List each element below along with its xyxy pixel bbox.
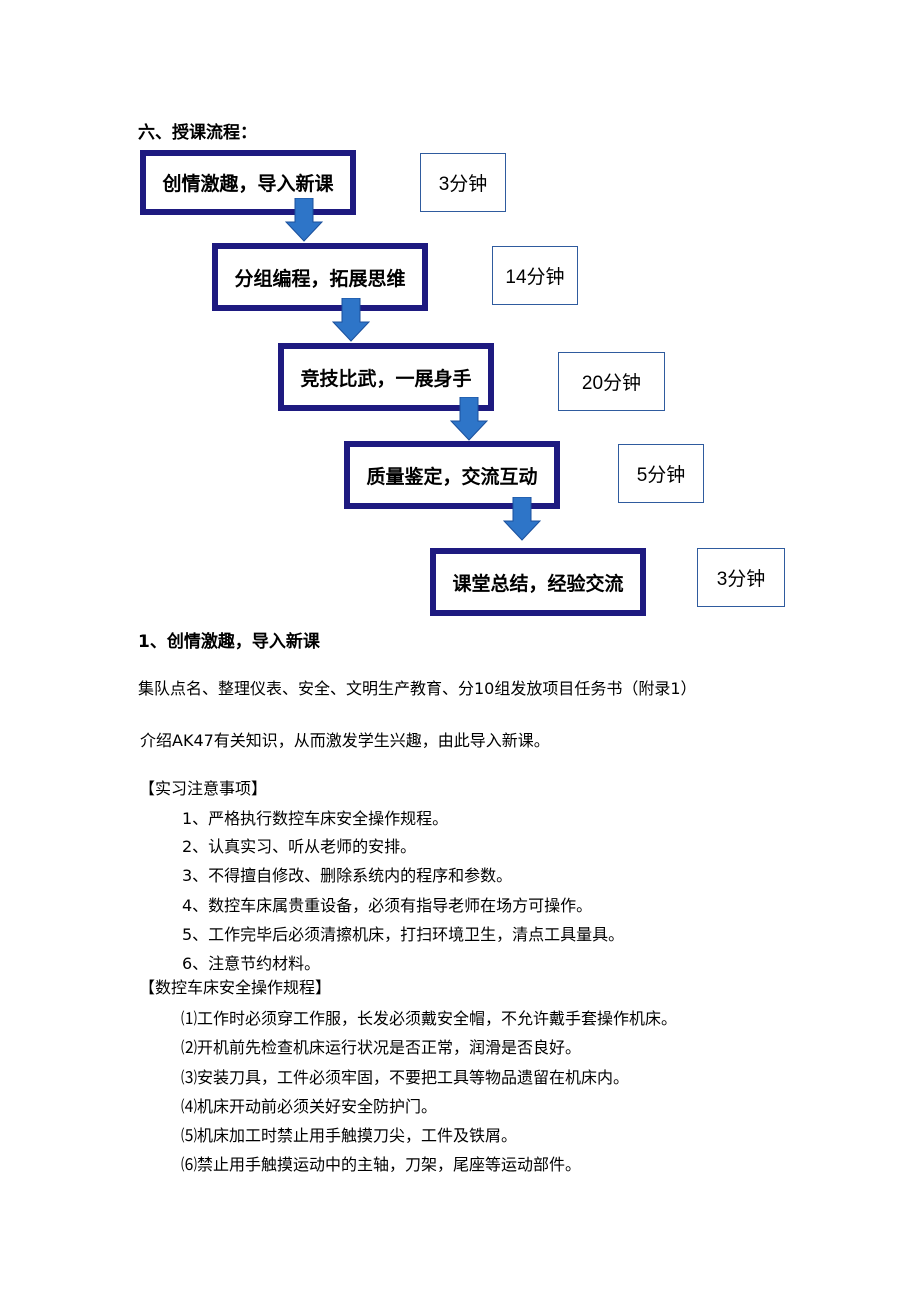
notes-item: 5、工作完毕后必须清擦机床，打扫环境卫生，清点工具量具。 [182, 925, 625, 944]
notes-title: 【实习注意事项】 [139, 779, 268, 798]
flow-arrow-1 [285, 198, 323, 242]
flow-step-2: 分组编程，拓展思维 [212, 243, 428, 311]
flow-arrow-3 [450, 397, 488, 441]
flow-arrow-4 [503, 497, 541, 541]
flow-time-1: 3分钟 [420, 153, 506, 212]
flow-step-3-label: 竞技比武，一展身手 [300, 367, 472, 390]
rules-item: ⑹禁止用手触摸运动中的主轴，刀架，尾座等运动部件。 [181, 1155, 582, 1174]
rules-item: ⑶安装刀具，工件必须牢固，不要把工具等物品遗留在机床内。 [181, 1068, 630, 1087]
flow-step-3: 竞技比武，一展身手 [278, 343, 494, 411]
flow-step-5: 课堂总结，经验交流 [430, 548, 646, 616]
flow-time-4-label: 5分钟 [636, 465, 686, 486]
notes-item: 1、严格执行数控车床安全操作规程。 [182, 809, 449, 828]
flow-time-4: 5分钟 [618, 444, 704, 503]
flow-step-1: 创情激趣，导入新课 [140, 150, 356, 215]
rules-item: ⑷机床开动前必须关好安全防护门。 [181, 1097, 438, 1116]
rules-item: ⑸机床加工时禁止用手触摸刀尖，工件及铁屑。 [181, 1126, 518, 1145]
notes-item: 6、注意节约材料。 [182, 954, 321, 973]
notes-item: 4、数控车床属贵重设备，必须有指导老师在场方可操作。 [182, 896, 593, 915]
flow-step-2-label: 分组编程，拓展思维 [234, 267, 406, 290]
flow-step-5-label: 课堂总结，经验交流 [452, 572, 624, 595]
rules-title: 【数控车床安全操作规程】 [139, 978, 332, 997]
section-title: 六、授课流程： [138, 123, 257, 143]
notes-item: 2、认真实习、听从老师的安排。 [182, 837, 417, 856]
notes-item: 3、不得擅自修改、删除系统内的程序和参数。 [182, 866, 513, 885]
flow-time-5: 3分钟 [697, 548, 785, 607]
subsection-title: 1、创情激趣，导入新课 [138, 632, 320, 652]
rules-item: ⑵开机前先检查机床运行状况是否正常，润滑是否良好。 [181, 1038, 582, 1057]
intro-paragraph-2: 介绍AK47有关知识，从而激发学生兴趣，由此导入新课。 [140, 731, 550, 750]
flow-time-3: 20分钟 [558, 352, 665, 411]
flow-step-1-label: 创情激趣，导入新课 [162, 173, 334, 195]
flow-time-5-label: 3分钟 [716, 569, 766, 590]
flow-step-4-label: 质量鉴定，交流互动 [366, 465, 538, 488]
flow-time-3-label: 20分钟 [581, 373, 642, 394]
rules-item: ⑴工作时必须穿工作服，长发必须戴安全帽，不允许戴手套操作机床。 [181, 1009, 678, 1028]
intro-paragraph-1: 集队点名、整理仪表、安全、文明生产教育、分10组发放项目任务书（附录1） [138, 679, 697, 698]
flow-arrow-2 [332, 298, 370, 342]
flow-time-2: 14分钟 [492, 246, 578, 305]
flow-time-1-label: 3分钟 [438, 174, 488, 195]
flow-time-2-label: 14分钟 [505, 267, 565, 288]
